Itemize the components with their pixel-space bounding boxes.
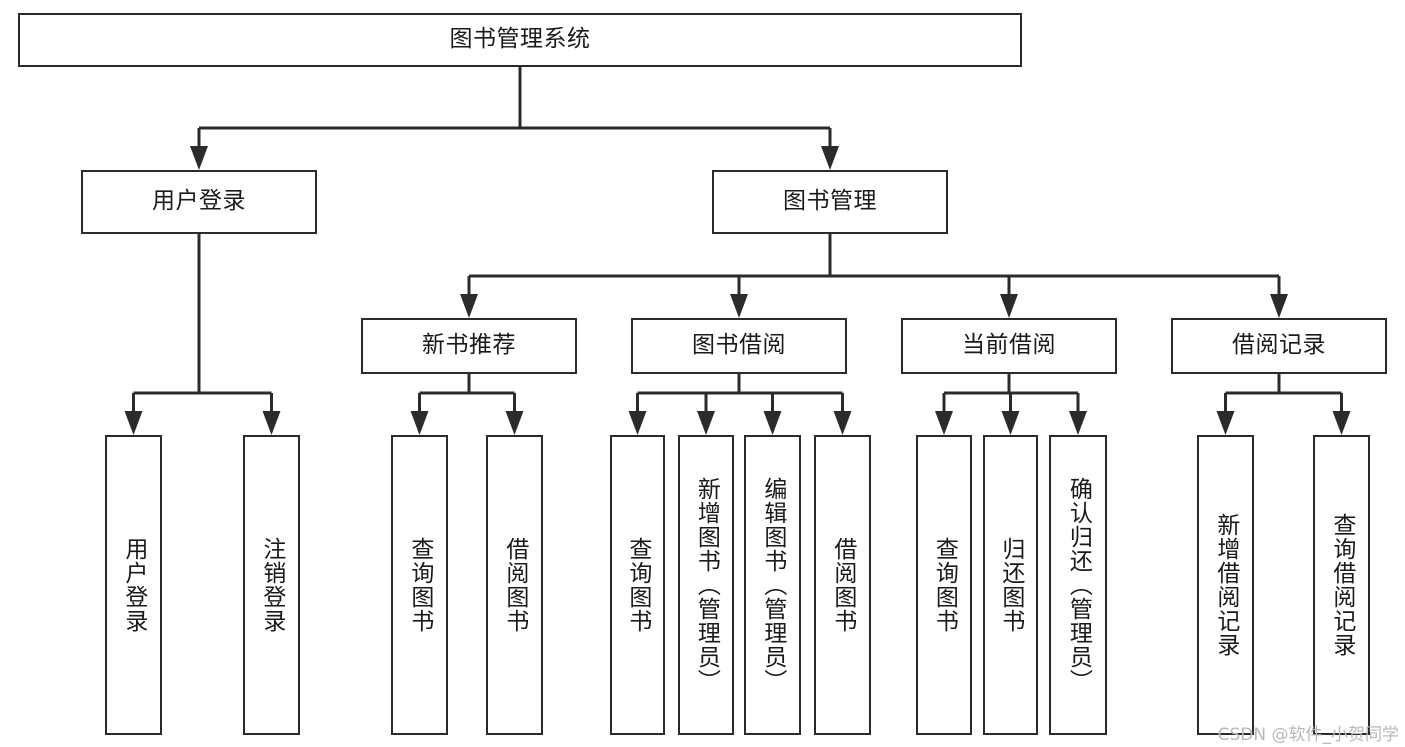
node-leaf-borrow-book: 借阅图书 [814, 435, 871, 735]
node-leaf-borrow-book-recommend-label: 借阅图书 [501, 537, 528, 633]
node-leaf-query-book-recommend: 查询图书 [391, 435, 448, 735]
arrowhead [410, 411, 429, 435]
node-leaf-user-logout-label: 注销登录 [258, 537, 285, 633]
arrowhead [1332, 411, 1351, 435]
arrowhead [124, 411, 143, 435]
node-leaf-confirm-return-admin: 确认归还（管理员） [1049, 435, 1107, 735]
node-book-manage-label: 图书管理 [783, 188, 877, 215]
node-user-login: 用户登录 [81, 170, 317, 234]
node-leaf-user-login-label: 用户登录 [120, 537, 147, 633]
node-book-borrow: 图书借阅 [631, 318, 847, 374]
arrowhead [628, 411, 647, 435]
node-leaf-query-book-current: 查询图书 [916, 435, 972, 735]
node-leaf-borrow-book-label: 借阅图书 [829, 537, 856, 633]
arrowhead [1069, 411, 1087, 435]
node-new-book-recommend: 新书推荐 [361, 318, 577, 374]
node-borrow-record: 借阅记录 [1171, 318, 1387, 374]
node-root: 图书管理系统 [18, 13, 1022, 67]
arrowhead [1216, 411, 1235, 435]
node-book-manage: 图书管理 [712, 170, 948, 234]
arrowhead [1270, 294, 1288, 318]
arrowhead [1000, 294, 1018, 318]
node-leaf-return-book-label: 归还图书 [997, 537, 1024, 633]
node-book-borrow-label: 图书借阅 [692, 332, 786, 359]
node-borrow-record-label: 借阅记录 [1232, 332, 1326, 359]
node-user-login-label: 用户登录 [152, 188, 246, 215]
node-current-borrow-label: 当前借阅 [962, 332, 1056, 359]
arrowhead [505, 411, 524, 435]
arrowhead [697, 411, 715, 435]
node-leaf-query-book-borrow-label: 查询图书 [624, 537, 651, 633]
node-leaf-add-book-admin-label: 新增图书（管理员） [693, 477, 720, 693]
node-leaf-edit-book-admin-label: 编辑图书（管理员） [759, 477, 786, 693]
node-leaf-add-book-admin: 新增图书（管理员） [678, 435, 734, 735]
node-leaf-add-borrow-record-label: 新增借阅记录 [1212, 513, 1239, 657]
node-leaf-confirm-return-admin-label: 确认归还（管理员） [1065, 477, 1092, 693]
node-leaf-borrow-book-recommend: 借阅图书 [486, 435, 543, 735]
arrowhead [935, 411, 953, 435]
node-root-label: 图书管理系统 [449, 26, 591, 53]
node-leaf-query-book-recommend-label: 查询图书 [406, 537, 433, 633]
arrowhead [833, 411, 852, 435]
node-leaf-return-book: 归还图书 [983, 435, 1038, 735]
arrowhead [460, 294, 478, 318]
node-leaf-add-borrow-record: 新增借阅记录 [1197, 435, 1254, 735]
node-leaf-query-book-current-label: 查询图书 [931, 537, 958, 633]
node-leaf-query-borrow-record-label: 查询借阅记录 [1328, 513, 1355, 657]
node-leaf-edit-book-admin: 编辑图书（管理员） [744, 435, 801, 735]
arrowhead [190, 146, 208, 170]
arrowhead [262, 411, 281, 435]
arrowhead [730, 294, 748, 318]
node-leaf-query-book-borrow: 查询图书 [610, 435, 665, 735]
node-leaf-query-borrow-record: 查询借阅记录 [1313, 435, 1370, 735]
node-leaf-user-logout: 注销登录 [243, 435, 300, 735]
arrowhead [821, 146, 839, 170]
node-new-book-recommend-label: 新书推荐 [422, 332, 516, 359]
watermark: CSDN @软件_小贺同学 [1217, 725, 1399, 745]
node-leaf-user-login: 用户登录 [105, 435, 162, 735]
arrowhead [763, 411, 782, 435]
arrowhead [1001, 411, 1020, 435]
node-current-borrow: 当前借阅 [901, 318, 1117, 374]
